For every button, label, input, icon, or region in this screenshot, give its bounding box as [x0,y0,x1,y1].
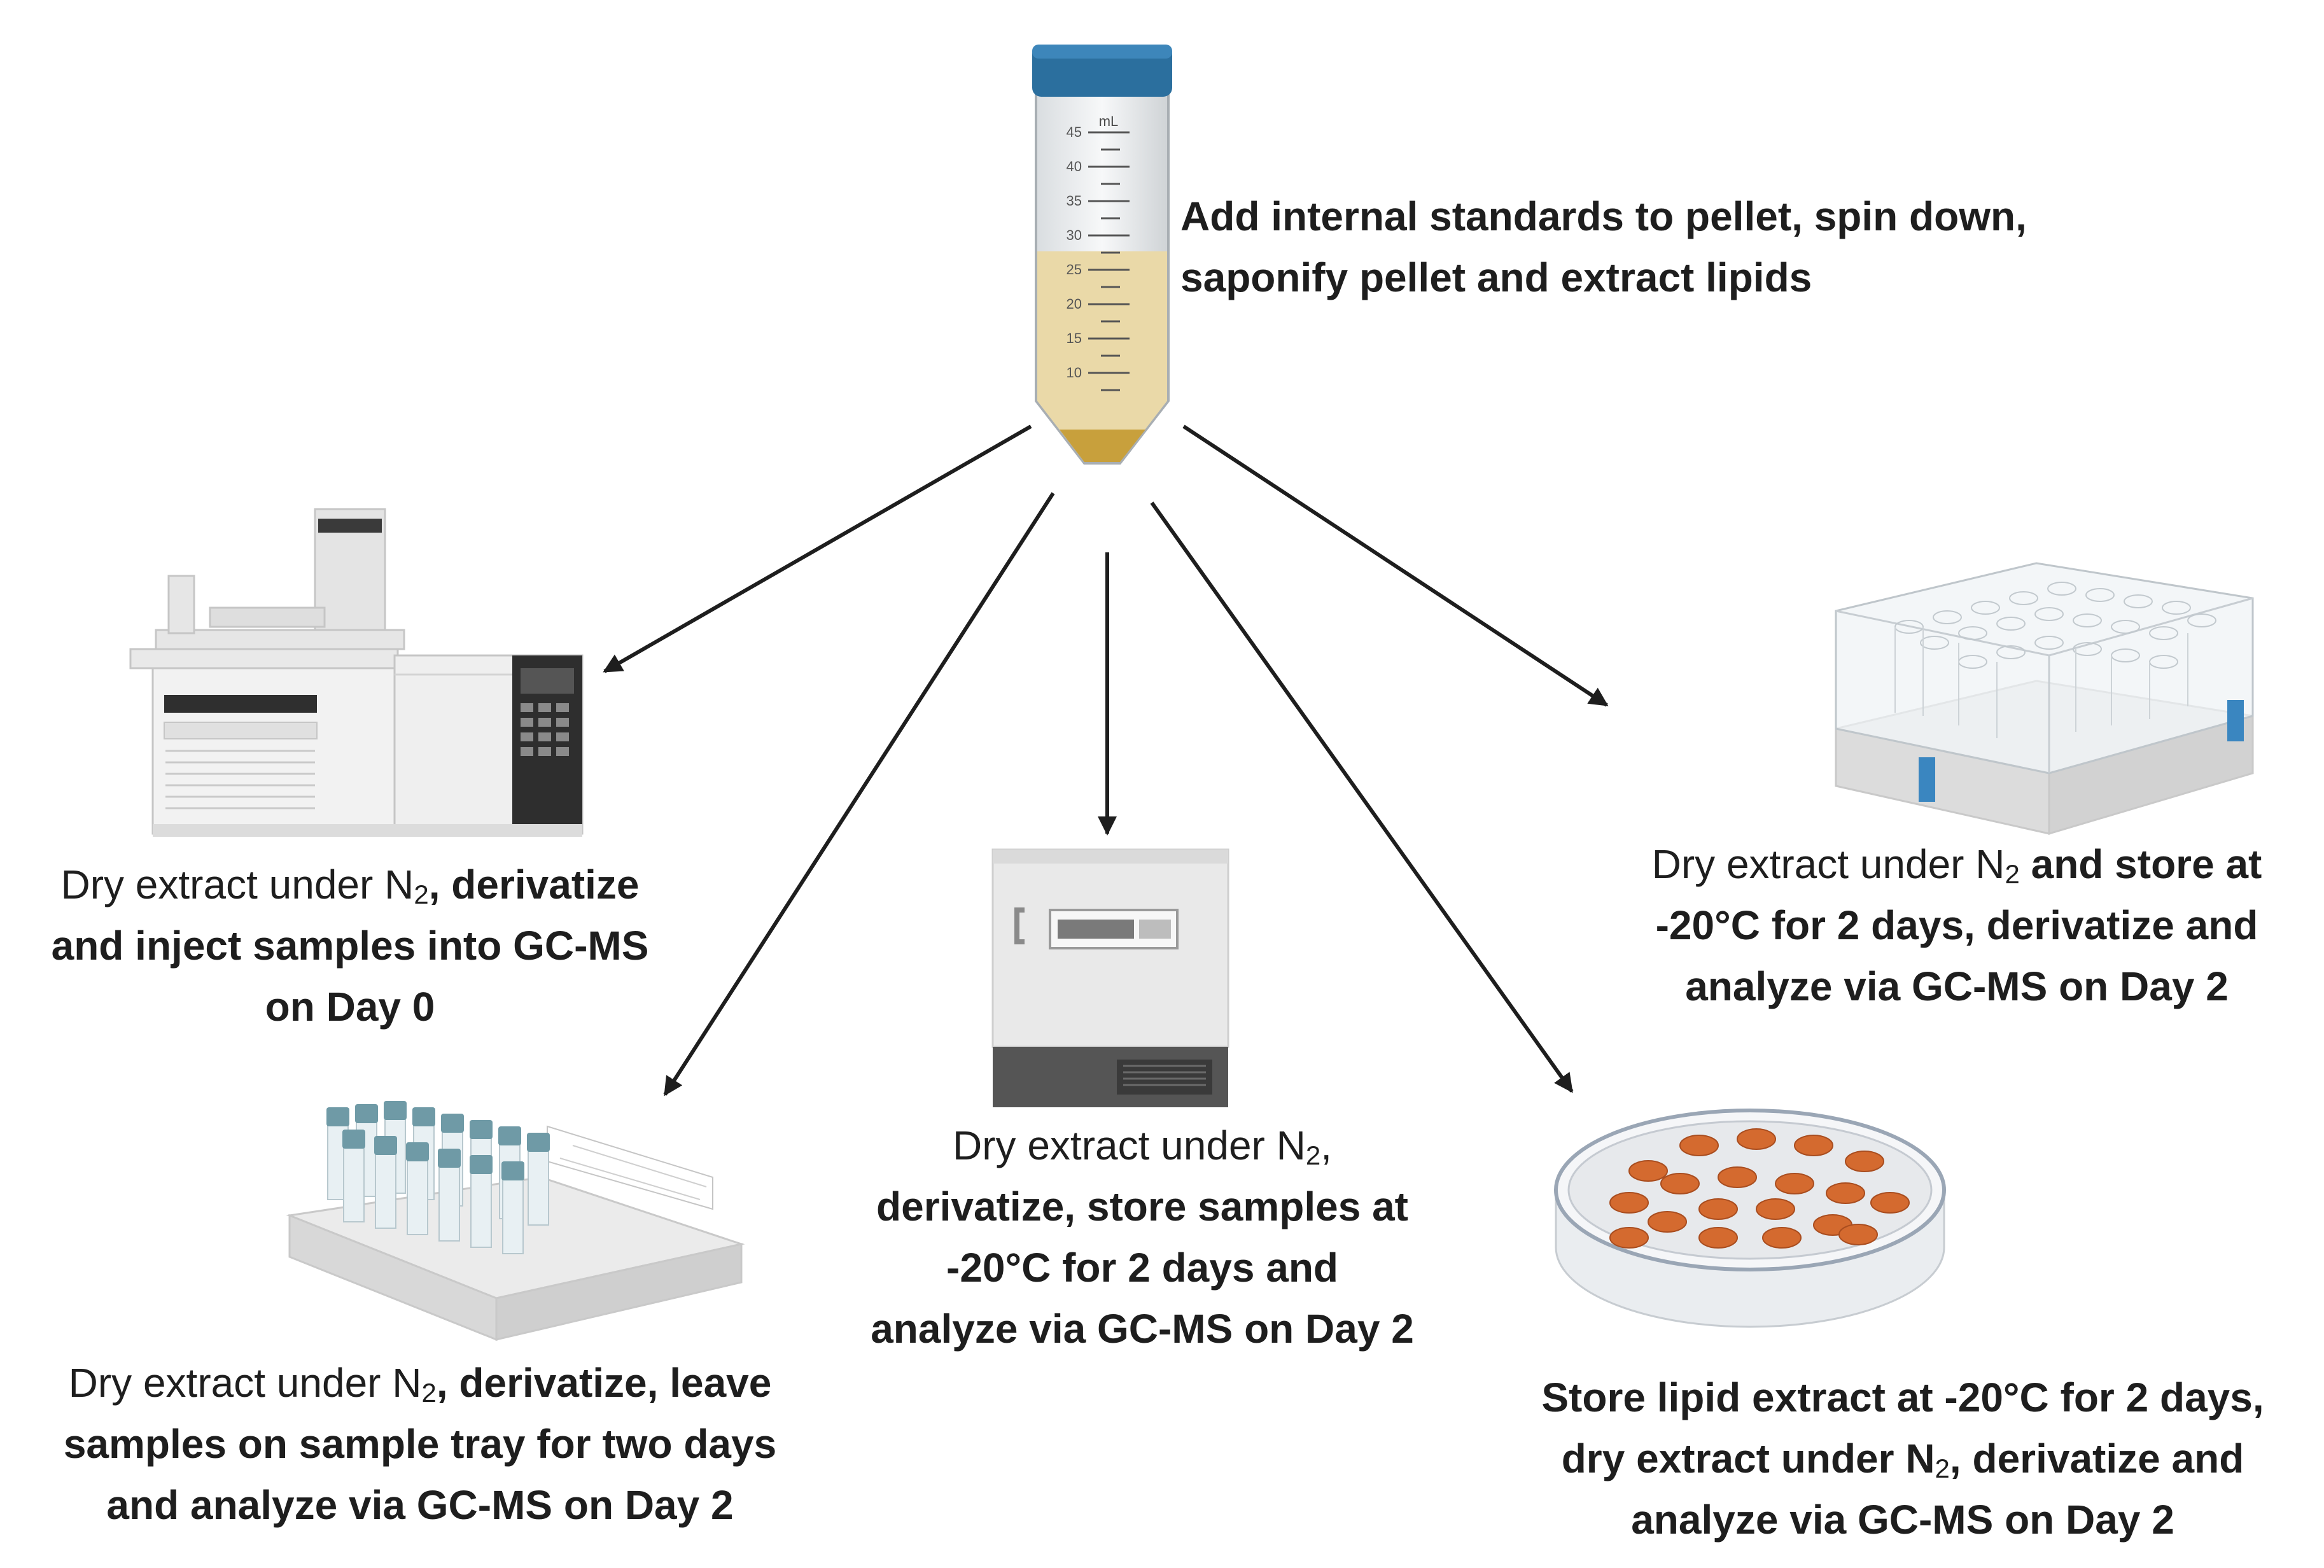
arrow-to-tray [663,492,1055,1096]
dish-caption-line-3: analyze via GC-MS on Day 2 [1631,1497,2174,1543]
freezer-caption-line-2: derivatize, store samples at [876,1184,1408,1229]
freezer-caption-line-3: -20°C for 2 days and [946,1245,1338,1291]
freezer-caption: Dry extract under N2, derivatize, store … [802,1115,1483,1359]
sample-tray-icon [286,1101,745,1341]
conical-tube-icon: mL 45 40 35 30 25 20 15 10 [1032,45,1172,465]
tray-caption-bold: , derivatize, leave [436,1360,772,1406]
tube-mark: 45 [1067,124,1082,140]
tube-unit-label: mL [1099,113,1119,129]
tube-mark: 20 [1067,296,1082,312]
tray-caption: Dry extract under N2, derivatize, leave … [13,1352,827,1536]
tube-mark: 30 [1067,227,1082,243]
subscript: 2 [1305,1140,1321,1170]
arrows [603,424,1609,1096]
subscript: 2 [1935,1453,1950,1483]
subscript: 2 [421,1378,437,1408]
tube-caption-line-2: saponify pellet and extract lipids [1180,255,1812,300]
freezer-caption-line-4: analyze via GC-MS on Day 2 [871,1306,1414,1352]
gcms-caption: Dry extract under N2, derivatize and inj… [6,854,694,1037]
freezer-caption-plain: Dry extract under N [953,1123,1306,1168]
tube-mark: 40 [1067,158,1082,174]
gc-ms-instrument-icon [129,508,584,837]
tube-mark: 25 [1067,262,1082,277]
arrow-to-box [1182,424,1609,707]
gcms-caption-line-2: and inject samples into GC-MS [51,923,649,969]
box-caption-bold: and store at [2019,841,2262,887]
storage-box-icon [1835,562,2254,836]
dish-caption-line-2a: dry extract under N [1561,1436,1935,1481]
tube-mark: 15 [1067,330,1082,346]
tray-caption-plain: Dry extract under N [68,1360,422,1406]
tube-caption-line-1: Add internal standards to pellet, spin d… [1180,193,2027,239]
box-caption: Dry extract under N2 and store at -20°C … [1604,834,2310,1017]
box-caption-line-2: -20°C for 2 days, derivatize and [1655,902,2258,948]
freezer-icon [991,848,1229,1107]
arrow-to-gcms [603,424,1032,673]
petri-dish-icon [1554,1109,1946,1328]
gcms-caption-bold: , derivatize [428,862,640,907]
box-caption-line-3: analyze via GC-MS on Day 2 [1685,963,2229,1009]
gcms-caption-line-3: on Day 0 [265,984,435,1030]
gcms-caption-plain: Dry extract under N [60,862,414,907]
dish-caption: Store lipid extract at -20°C for 2 days,… [1489,1367,2316,1550]
subscript: 2 [414,879,429,909]
tube-mark: 10 [1067,365,1082,381]
box-caption-plain: Dry extract under N [1651,841,2005,887]
subscript: 2 [2005,859,2020,889]
tray-caption-line-3: and analyze via GC-MS on Day 2 [106,1482,734,1528]
tube-caption: Add internal standards to pellet, spin d… [1180,186,2027,308]
freezer-caption-tail: , [1320,1123,1332,1168]
tray-caption-line-2: samples on sample tray for two days [63,1421,777,1467]
dish-caption-line-1: Store lipid extract at -20°C for 2 days, [1541,1375,2264,1420]
tube-mark: 35 [1067,193,1082,209]
arrow-to-dish [1150,501,1574,1093]
dish-caption-line-2b: , derivatize and [1949,1436,2244,1481]
